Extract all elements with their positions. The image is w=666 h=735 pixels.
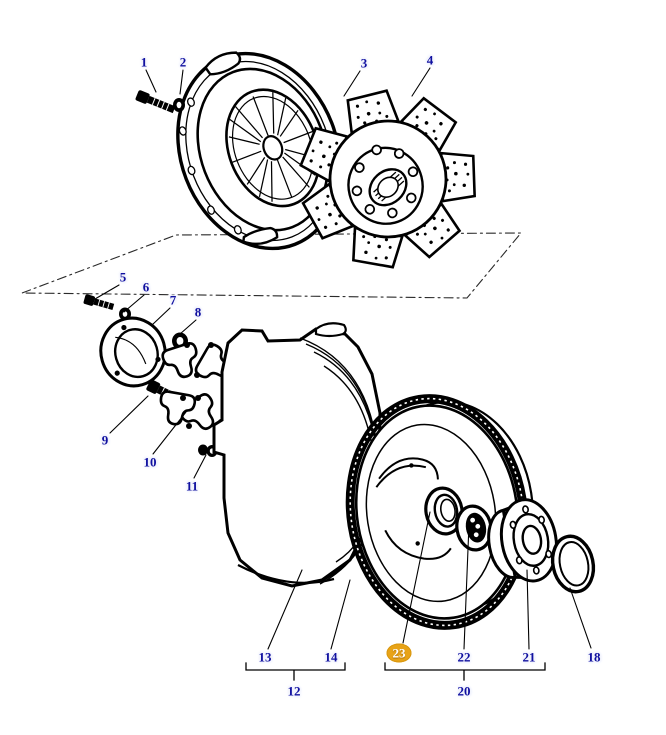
leader-line-9: [109, 395, 149, 434]
callout-18[interactable]: 18: [587, 649, 601, 665]
callout-5[interactable]: 5: [119, 269, 127, 285]
callout-4[interactable]: 4: [426, 52, 434, 68]
leader-line-10: [152, 411, 187, 455]
pressure-plate-bolt: [135, 90, 176, 114]
leader-line-23: [402, 511, 431, 644]
callout-10[interactable]: 10: [143, 454, 157, 470]
callout-21[interactable]: 21: [522, 649, 536, 665]
leader-line-7: [151, 307, 171, 326]
callout-11[interactable]: 11: [185, 478, 199, 494]
callout-3[interactable]: 3: [360, 55, 368, 71]
callout-1[interactable]: 1: [140, 54, 148, 70]
leader-line-2: [179, 69, 184, 95]
leader-line-3: [343, 70, 361, 97]
pressure-plate-cover: [176, 51, 342, 251]
leader-line-6: [123, 294, 145, 313]
callout-22[interactable]: 22: [457, 649, 471, 665]
callout-8[interactable]: 8: [194, 304, 202, 320]
projection-plane: [21, 232, 523, 299]
leader-line-13: [267, 569, 303, 650]
callout-7[interactable]: 7: [169, 292, 177, 308]
callout-13[interactable]: 13: [258, 649, 272, 665]
leader-line-4: [411, 67, 431, 97]
pressure-plate-washer: [173, 98, 185, 112]
grouping-brackets: [245, 662, 546, 681]
leader-line-21: [526, 569, 530, 650]
callout-20[interactable]: 20: [457, 683, 471, 699]
flywheel-hub-flange: [487, 498, 558, 583]
leader-line-11: [193, 454, 207, 479]
release-bearing-bolt: [83, 294, 115, 311]
leader-line-14: [330, 579, 351, 650]
callout-6[interactable]: 6: [142, 279, 150, 295]
leader-line-1: [145, 69, 157, 93]
leader-line-22: [463, 523, 470, 650]
callout-14[interactable]: 14: [324, 649, 338, 665]
spigot-bearing-outer: [424, 486, 464, 536]
callout-23[interactable]: 23: [386, 643, 412, 663]
release-bearing-carrier: [99, 316, 167, 388]
leader-line-18: [569, 587, 592, 649]
bracket-20: [384, 662, 546, 681]
callout-2[interactable]: 2: [179, 54, 187, 70]
leader-line-8: [179, 319, 197, 335]
bracket-12: [245, 662, 346, 681]
leader-line-5: [94, 284, 120, 300]
oil-seal-ring: [550, 534, 596, 594]
callout-12[interactable]: 12: [287, 683, 301, 699]
drive-strap-nut: [198, 444, 218, 457]
clutch-driven-plate: [299, 89, 476, 269]
callout-leader-lines: [94, 67, 592, 650]
callout-9[interactable]: 9: [101, 432, 109, 448]
